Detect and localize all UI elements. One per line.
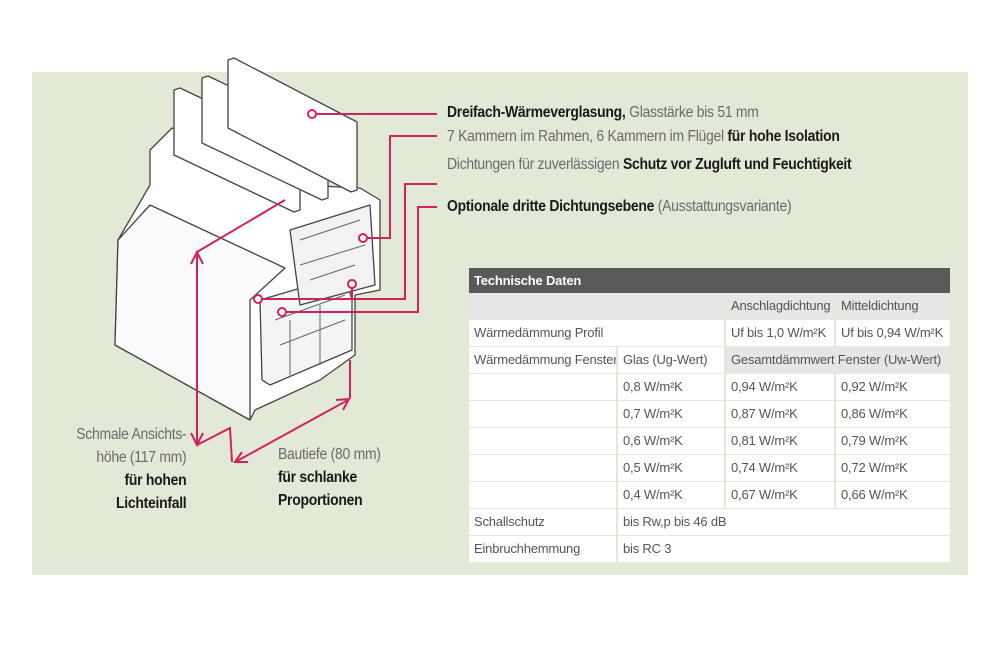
- callout-glazing: Dreifach-Wärmeverglasung, Glasstärke bis…: [447, 104, 759, 121]
- table-header-row: Anschlagdichtung Mitteldichtung: [469, 293, 950, 319]
- table-cell: 0,72 W/m²K: [836, 455, 950, 481]
- table-row-schall: Schallschutz bis Rw,p bis 46 dB: [469, 509, 950, 535]
- table-cell: 0,6 W/m²K: [618, 428, 724, 454]
- table-cell: 0,94 W/m²K: [726, 374, 834, 400]
- height-label: Schmale Ansichts-höhe (117 mm) für hohen…: [75, 426, 186, 512]
- table-cell: [469, 401, 616, 427]
- marker-circles: [253, 109, 368, 317]
- leader-lines: [190, 113, 437, 463]
- table-cell: 0,79 W/m²K: [836, 428, 950, 454]
- table-cell: [469, 482, 616, 508]
- table-row-fenster: Wärmedämmung Fenster Glas (Ug-Wert) Gesa…: [469, 347, 950, 373]
- table-cell: 0,86 W/m²K: [836, 401, 950, 427]
- table-cell: [469, 428, 616, 454]
- callout-third-seal: Optionale dritte Dichtungsebene (Ausstat…: [447, 198, 792, 215]
- technical-data-table: Technische Daten Anschlagdichtung Mittel…: [469, 268, 950, 562]
- table-title: Technische Daten: [469, 268, 950, 293]
- table-cell: [469, 374, 616, 400]
- table-cell: 0,66 W/m²K: [836, 482, 950, 508]
- table-cell: 0,4 W/m²K: [618, 482, 724, 508]
- table-cell: 0,81 W/m²K: [726, 428, 834, 454]
- table-cell: 0,5 W/m²K: [618, 455, 724, 481]
- table-cell: 0,92 W/m²K: [836, 374, 950, 400]
- table-cell: 0,7 W/m²K: [618, 401, 724, 427]
- glass-pane-3: [227, 57, 358, 193]
- table-cell: 0,87 W/m²K: [726, 401, 834, 427]
- table-cell: 0,8 W/m²K: [618, 374, 724, 400]
- callout-seals: Dichtungen für zuverlässigen Schutz vor …: [447, 156, 852, 173]
- table-row-einbruch: Einbruchhemmung bis RC 3: [469, 536, 950, 562]
- callout-chambers: 7 Kammern im Rahmen, 6 Kammern im Flügel…: [447, 128, 840, 145]
- table-cell: [469, 455, 616, 481]
- frame-front-face: [114, 204, 286, 421]
- table-row-profil: Wärmedämmung Profil Uf bis 1,0 W/m²K Uf …: [469, 320, 950, 346]
- table-cell: 0,67 W/m²K: [726, 482, 834, 508]
- table-cell: 0,74 W/m²K: [726, 455, 834, 481]
